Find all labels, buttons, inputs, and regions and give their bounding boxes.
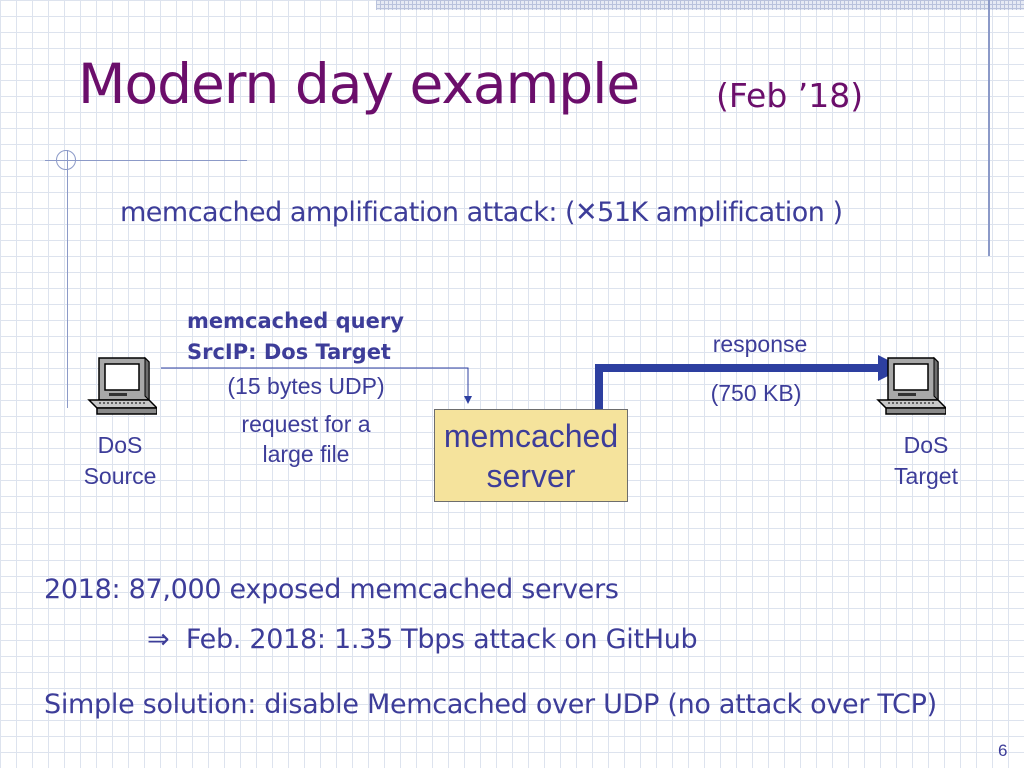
query-label: memcached query SrcIP: Dos Target [187,306,404,368]
response-size: (750 KB) [710,380,802,406]
query-request-line2: large file [262,441,350,467]
implies-arrow-icon: ⇒ [147,624,170,655]
decorative-left-rule [67,150,68,408]
server-label-line1: memcached [443,417,619,454]
dos-source-line1: DoS [97,432,143,458]
memcached-server-box: memcached server [434,409,628,502]
decorative-crosshair-circle [56,150,76,170]
server-label-line2: server [486,457,576,494]
memcached-server-label: memcached server [444,416,618,496]
github-attack-line: ⇒ Feb. 2018: 1.35 Tbps attack on GitHub [147,624,698,655]
decorative-crosshair-line [45,160,247,161]
github-attack-text: Feb. 2018: 1.35 Tbps attack on GitHub [185,624,698,655]
decorative-right-rule [988,0,990,256]
dos-source-label: DoS Source [70,430,170,492]
simple-solution-line: Simple solution: disable Memcached over … [44,689,937,720]
slide-subtitle: memcached amplification attack: (✕51K am… [120,197,843,228]
slide-title-date: (Feb ’18) [716,76,864,115]
query-request: request for a large file [196,409,416,469]
page-number: 6 [998,741,1008,760]
exposed-servers-stat: 2018: 87,000 exposed memcached servers [44,574,619,605]
dos-target-line1: DoS [903,432,949,458]
query-label-line1: memcached query [187,309,404,333]
slide-title: Modern day example [78,52,640,116]
dos-target-label: DoS Target [876,430,976,492]
computer-icon [876,356,946,415]
query-request-line1: request for a [241,411,371,437]
dos-target-line2: Target [894,463,958,489]
decorative-top-band [376,0,1024,10]
computer-icon [87,356,157,415]
dos-source-line2: Source [83,463,157,489]
query-size: (15 bytes UDP) [227,373,385,399]
query-label-line2: SrcIP: Dos Target [187,340,391,364]
response-label: response [712,331,808,357]
